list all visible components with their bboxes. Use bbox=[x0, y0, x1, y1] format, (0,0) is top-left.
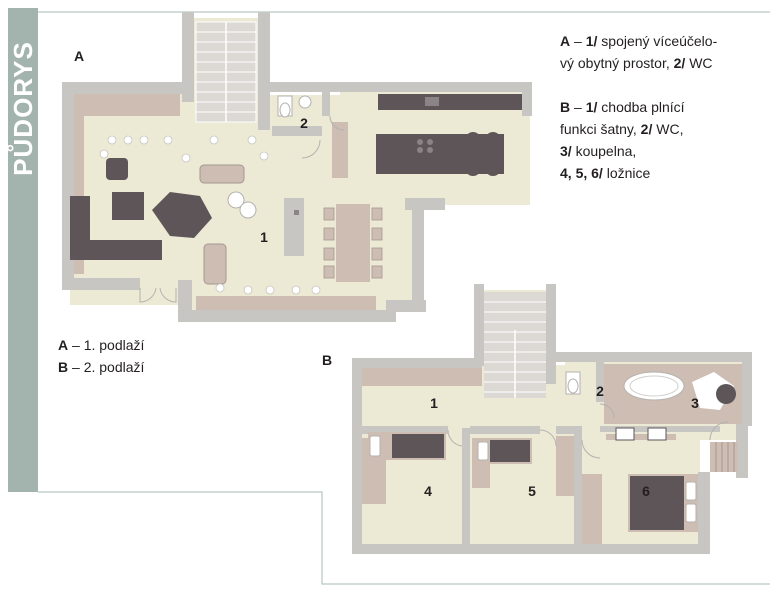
plan-a-doors bbox=[139, 115, 345, 303]
page-frame bbox=[38, 11, 770, 585]
plan-a-label: A bbox=[74, 48, 85, 64]
legend-a-line-1: A – 1/ spojený víceúčelo- bbox=[560, 33, 718, 49]
room-numbers: 1 2 1 2 3 4 5 6 bbox=[260, 115, 699, 499]
room-a2-label: 2 bbox=[300, 115, 308, 131]
plan-b-beds bbox=[368, 432, 698, 532]
floors-legend: A – 1. podlaží B – 2. podlaží bbox=[58, 334, 144, 378]
legend-b-line-1: B – 1/ chodba plnící bbox=[560, 99, 685, 115]
dining-table bbox=[323, 204, 383, 282]
legend-b-line-3: 3/ koupelna, bbox=[560, 143, 637, 159]
floor-a-legend: A – 1. podlaží bbox=[58, 337, 145, 353]
bathroom bbox=[604, 364, 742, 472]
kitchen bbox=[376, 94, 522, 176]
room-b3-label: 3 bbox=[691, 395, 699, 411]
plan-a-wc bbox=[277, 95, 312, 118]
legend-a: A – 1/ spojený víceúčelo- vý obytný pros… bbox=[560, 30, 717, 74]
plan-b-doors bbox=[447, 403, 729, 459]
plan-a-built-ins bbox=[74, 94, 376, 310]
plan-b bbox=[352, 284, 752, 554]
plan-b-wc bbox=[565, 371, 581, 395]
plan-a-stairs bbox=[195, 21, 257, 123]
room-b4-label: 4 bbox=[424, 483, 432, 499]
plan-b-label: B bbox=[322, 352, 333, 368]
plan-a bbox=[62, 12, 532, 322]
side-tab bbox=[8, 8, 38, 492]
ceiling-lights bbox=[99, 135, 321, 295]
legend-b: B – 1/ chodba plnící funkci šatny, 2/ WC… bbox=[560, 96, 685, 184]
plan-b-stairs bbox=[484, 292, 546, 398]
floor-b-legend: B – 2. podlaží bbox=[58, 359, 145, 375]
room-b1-label: 1 bbox=[430, 395, 438, 411]
legend-b-line-2: funkci šatny, 2/ WC, bbox=[560, 121, 684, 137]
legend-a-line-2: vý obytný prostor, 2/ WC bbox=[560, 55, 713, 71]
plan-b-built-ins bbox=[362, 368, 676, 544]
room-b2-label: 2 bbox=[596, 383, 604, 399]
room-a1-label: 1 bbox=[260, 229, 268, 245]
living-furniture bbox=[70, 158, 304, 285]
legend-b-line-4: 4, 5, 6/ ložnice bbox=[560, 165, 651, 181]
room-b5-label: 5 bbox=[528, 483, 536, 499]
room-b6-label: 6 bbox=[642, 483, 650, 499]
